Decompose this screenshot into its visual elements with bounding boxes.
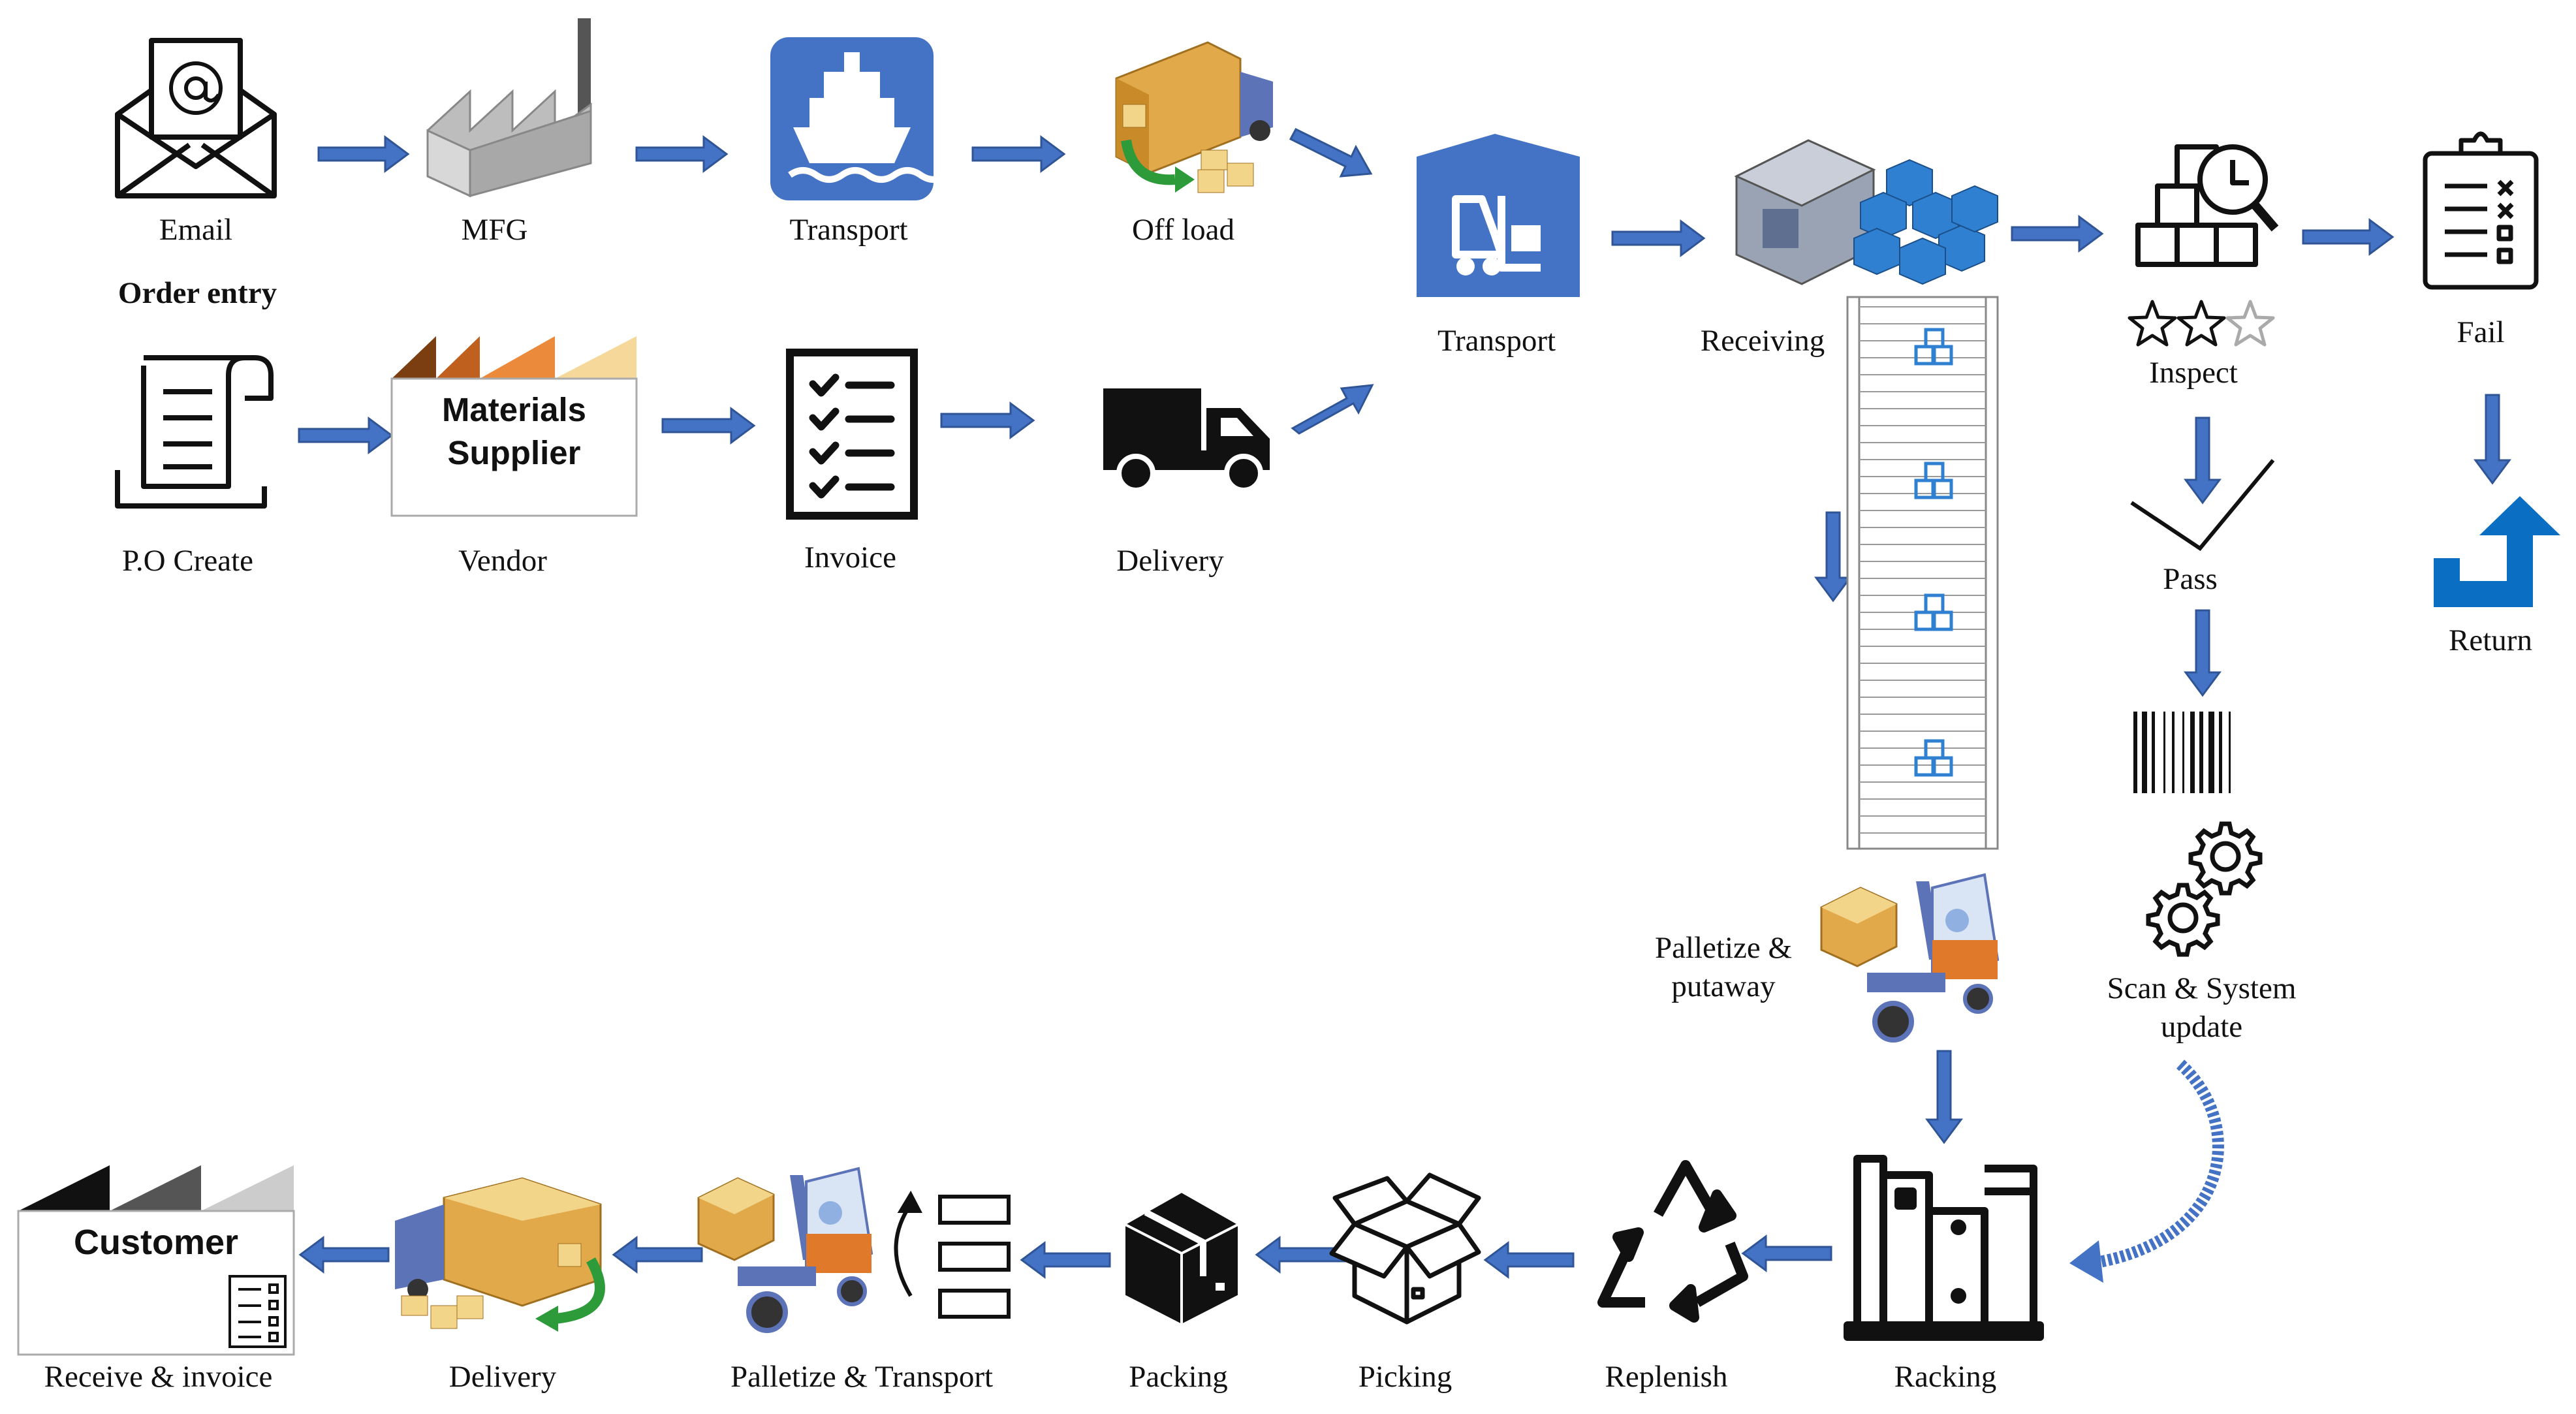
label-delivery-top: Delivery [1116, 544, 1224, 578]
label-replenish: Replenish [1605, 1360, 1728, 1394]
label-palletize-putaway: Palletize & putaway [1635, 929, 1812, 1006]
customer-factory-icon [17, 1165, 295, 1356]
email-icon [115, 38, 277, 198]
palletize-forklift-icon [697, 1167, 873, 1333]
arrow-scan-racking [2091, 1060, 2224, 1269]
label-invoice: Invoice [804, 541, 896, 574]
arrow-transport-offload [971, 135, 1066, 173]
arrow-palletize-delivery [612, 1236, 703, 1274]
label-palletize-putaway-l1: Palletize & [1654, 931, 1793, 965]
arrow-delivery-customer [298, 1236, 390, 1274]
arrow-email-mfg [317, 135, 410, 173]
barcode-bar [2152, 712, 2155, 793]
offload-truck-icon [1115, 41, 1273, 193]
factory-icon [426, 18, 592, 198]
label-offload: Off load [1131, 213, 1235, 247]
forklift-icon [1820, 873, 2000, 1043]
label-palletize-transport: Palletize & Transport [730, 1360, 994, 1394]
racking-icon [1844, 1155, 2044, 1341]
warehouse-boxes-icon [1734, 139, 1998, 285]
star-rating-icon [2128, 300, 2275, 347]
barcode-bar [2182, 712, 2184, 793]
checklist-icon [786, 349, 918, 520]
conveyor-icon [1846, 296, 1999, 850]
barcode-bar [2219, 712, 2222, 793]
forklift-warehouse-icon [1417, 134, 1580, 297]
arrow-receiving-down [1814, 511, 1852, 603]
fail-clipboard-icon [2423, 131, 2539, 290]
arrow-offload-transport [1289, 128, 1373, 178]
arrow-invoice-delivery [940, 401, 1035, 439]
label-mfg: MFG [461, 213, 528, 247]
label-scan-update-l2: update [2160, 1009, 2243, 1044]
label-email: Email [159, 213, 233, 247]
label-customer: Customer [73, 1223, 239, 1262]
label-fail: Fail [2457, 315, 2505, 349]
delivery-truck-icon [1103, 388, 1270, 493]
ship-icon [770, 37, 949, 200]
delivery-truck-bottom-icon [395, 1177, 605, 1332]
supplier-factory-icon [390, 336, 638, 517]
label-picking: Picking [1358, 1360, 1453, 1394]
inspect-boxes-icon [2135, 144, 2279, 267]
label-packing: Packing [1129, 1360, 1228, 1394]
arrow-vendor-invoice [661, 407, 756, 445]
arrow-packing-palletize [1020, 1241, 1111, 1279]
label-order-entry: Order entry [118, 276, 277, 310]
arrow-mfg-transport [635, 135, 729, 173]
po-document-icon [115, 355, 274, 509]
label-transport-mid: Transport [1437, 324, 1556, 358]
arrow-picking-packing [1255, 1236, 1346, 1274]
barcode-bar [2229, 712, 2231, 793]
label-pass: Pass [2163, 562, 2218, 596]
barcode-icon [2133, 712, 2231, 793]
label-materials-supplier: Materials Supplier [392, 388, 636, 475]
barcode-bar [2199, 712, 2203, 793]
label-receiving: Receiving [1700, 324, 1825, 358]
label-vendor: Vendor [458, 544, 547, 578]
arrow-replenish-picking [1483, 1241, 1575, 1279]
label-scan-update: Scan & System update [2089, 969, 2314, 1046]
label-scan-update-l1: Scan & System [2107, 971, 2297, 1005]
label-inspect: Inspect [2149, 356, 2238, 390]
checkmark-icon [2130, 459, 2275, 551]
label-delivery-bottom: Delivery [448, 1360, 557, 1394]
return-arrow-icon [2434, 496, 2560, 607]
arrow-transport-receiving [1611, 219, 1706, 257]
open-box-icon [1329, 1172, 1481, 1325]
closed-box-icon [1123, 1190, 1240, 1327]
label-supplier: Supplier [447, 434, 581, 472]
label-racking: Racking [1894, 1360, 1997, 1394]
arrow-delivery-transport [1291, 384, 1374, 435]
barcode-bar [2163, 712, 2165, 793]
arrow-po-vendor [298, 416, 394, 454]
label-po-create: P.O Create [121, 544, 253, 578]
arrow-pass-barcode [2184, 609, 2222, 697]
barcode-bar [2190, 712, 2195, 793]
arrow-inspect-pass [2184, 416, 2222, 505]
arrow-inspect-fail [2302, 218, 2395, 256]
barcode-bar [2142, 712, 2147, 793]
arrow-receiving-inspect [2011, 215, 2104, 253]
barcode-bar [2208, 712, 2214, 793]
arrow-racking-replenish [1741, 1234, 1832, 1272]
label-palletize-putaway-l2: putaway [1671, 969, 1776, 1003]
label-receive-invoice: Receive & invoice [44, 1360, 273, 1394]
barcode-bar [2172, 712, 2175, 793]
arrow-palletize-racking [1925, 1050, 1963, 1144]
label-transport-top: Transport [789, 213, 908, 247]
list-bracket-icon [894, 1190, 1011, 1319]
arrow-fail-return [2474, 394, 2511, 485]
label-return: Return [2449, 623, 2532, 657]
gears-icon [2146, 821, 2263, 957]
barcode-bar [2133, 712, 2137, 793]
arrow-scan-racking-head [2069, 1240, 2103, 1283]
label-materials: Materials [441, 391, 587, 428]
recycle-icon [1597, 1160, 1748, 1323]
